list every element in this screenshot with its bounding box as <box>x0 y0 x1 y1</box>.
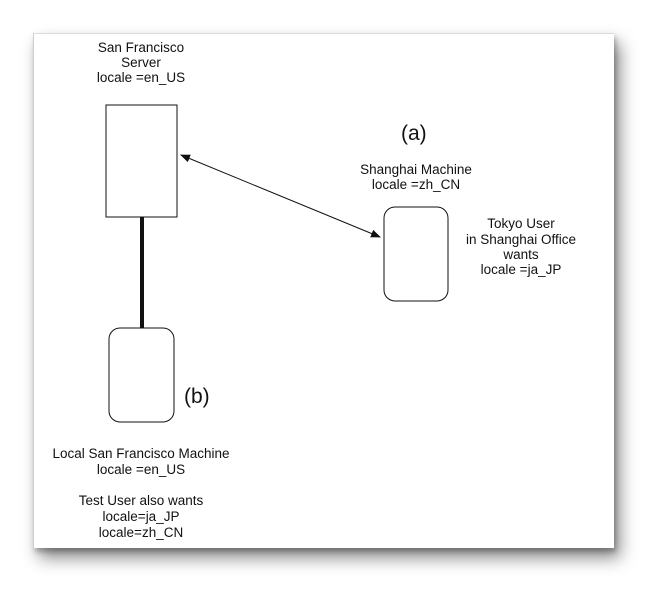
test-user-line-3: locale=zh_CN <box>99 525 183 540</box>
shanghai-machine-tag: (a) <box>401 122 427 145</box>
tokyo-user-line-1: Tokyo User <box>487 216 555 231</box>
local-machine-tag: (b) <box>184 385 210 408</box>
server-label-line-1: San Francisco <box>98 40 184 55</box>
server-label-line-2: Server <box>121 55 161 70</box>
tokyo-user-line-2: in Shanghai Office <box>466 232 576 247</box>
server-label-line-3: locale =en_US <box>97 70 185 85</box>
test-user-line-1: Test User also wants <box>79 493 204 508</box>
server-box <box>105 104 178 218</box>
shanghai-label-line-1: Shanghai Machine <box>360 162 472 177</box>
tokyo-user-line-3: wants <box>502 247 539 262</box>
shanghai-label-line-2: locale =zh_CN <box>372 177 460 192</box>
test-user-line-2: locale=ja_JP <box>103 509 180 524</box>
local-machine-box <box>108 327 175 423</box>
tokyo-user-line-4: locale =ja_JP <box>481 262 562 277</box>
remote-connection-arrow <box>180 154 381 238</box>
shanghai-machine-box <box>383 206 449 302</box>
local-label-line-2: locale =en_US <box>97 462 185 477</box>
local-label-line-1: Local San Francisco Machine <box>52 446 229 461</box>
